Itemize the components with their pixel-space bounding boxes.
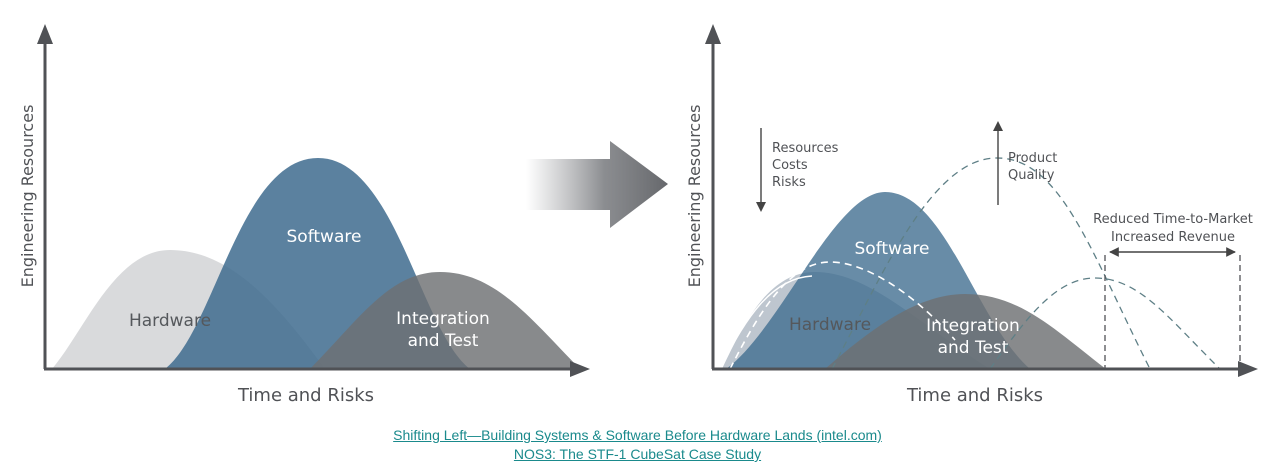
down-list-item-risks: Risks — [772, 175, 806, 190]
left-y-axis-label: Engineering Resources — [18, 105, 37, 288]
right-hardware-label: Hardware — [789, 315, 871, 335]
left-y-axis-arrowhead — [37, 24, 53, 44]
shift-left-diagram: Engineering Resources Time and Risks Har… — [18, 24, 1258, 406]
right-arrow-icon — [526, 141, 668, 228]
down-arrow-icon — [756, 202, 766, 212]
left-x-axis-label: Time and Risks — [237, 385, 374, 406]
left-integration-label-line1: Integration — [396, 309, 490, 329]
right-integration-label-line2: and Test — [938, 338, 1009, 358]
right-software-label: Software — [855, 239, 930, 259]
source-links: Shifting Left—Building Systems & Softwar… — [0, 426, 1275, 464]
right-x-axis-label: Time and Risks — [906, 385, 1043, 406]
left-integration-label-line2: and Test — [408, 331, 479, 351]
up-arrow-icon — [993, 121, 1003, 131]
right-y-axis-arrowhead — [705, 24, 721, 44]
quality-label-line1: Product — [1008, 151, 1057, 166]
right-original-integration-dashed — [989, 277, 1221, 370]
right-original-software-dashed — [831, 157, 1151, 370]
down-list-item-resources: Resources — [772, 141, 839, 156]
benefit-label-line2: Increased Revenue — [1111, 230, 1235, 245]
nos3-case-study-link[interactable]: NOS3: The STF-1 CubeSat Case Study — [513, 446, 762, 462]
right-x-axis-arrowhead — [1238, 361, 1258, 377]
left-x-axis-arrowhead — [570, 361, 590, 377]
right-integration-curve — [825, 294, 1106, 369]
quality-label-line2: Quality — [1008, 168, 1055, 183]
left-chart: Engineering Resources Time and Risks Har… — [18, 24, 590, 406]
right-integration-label-line1: Integration — [926, 316, 1020, 336]
right-y-axis-label: Engineering Resources — [685, 105, 704, 288]
intel-shifting-left-link[interactable]: Shifting Left—Building Systems & Softwar… — [393, 427, 882, 443]
right-hardware-solid-outline — [719, 275, 813, 370]
left-integration-curve — [310, 272, 580, 369]
down-list-item-costs: Costs — [772, 158, 808, 173]
left-software-label: Software — [287, 227, 362, 247]
right-chart: Engineering Resources Time and Risks Sof… — [685, 24, 1258, 406]
left-hardware-label: Hardware — [129, 311, 211, 331]
right-hardware-dashed — [729, 261, 956, 370]
benefit-label-line1: Reduced Time-to-Market — [1093, 212, 1253, 227]
